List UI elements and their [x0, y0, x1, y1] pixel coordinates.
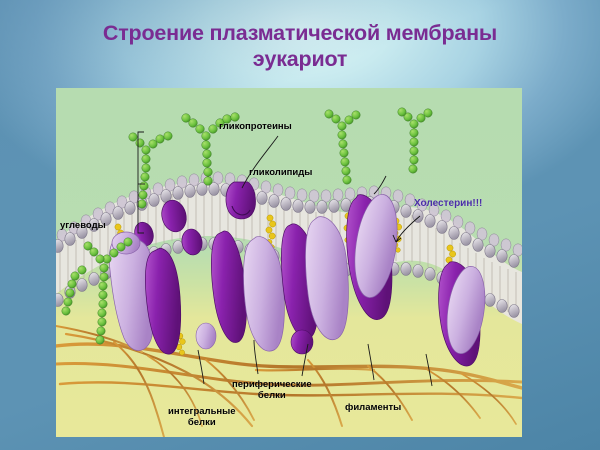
label-peripheral-proteins: периферические белки	[232, 379, 312, 401]
leader-lines	[137, 131, 433, 387]
membrane-figure	[56, 88, 522, 437]
label-cholesterol: Холестерин!!!	[414, 198, 483, 209]
label-glycoproteins: гликопротеины	[219, 121, 292, 132]
label-carbohydrates: углеводы	[60, 220, 106, 231]
label-filaments: филаменты	[345, 402, 402, 413]
title-line-1: Строение плазматической мембраны	[102, 21, 498, 45]
page-title: Строение плазматической мембраны эукарио…	[0, 20, 600, 72]
label-integral-proteins: интегральные белки	[168, 406, 236, 428]
title-line-2: эукариот	[252, 47, 348, 72]
membrane-illustration	[56, 107, 522, 437]
label-glycolipids: гликолипиды	[249, 167, 313, 178]
upper-leaflet-heads	[56, 171, 522, 268]
glycan-chains-group	[61, 107, 433, 345]
integral-proteins-group	[108, 181, 486, 367]
